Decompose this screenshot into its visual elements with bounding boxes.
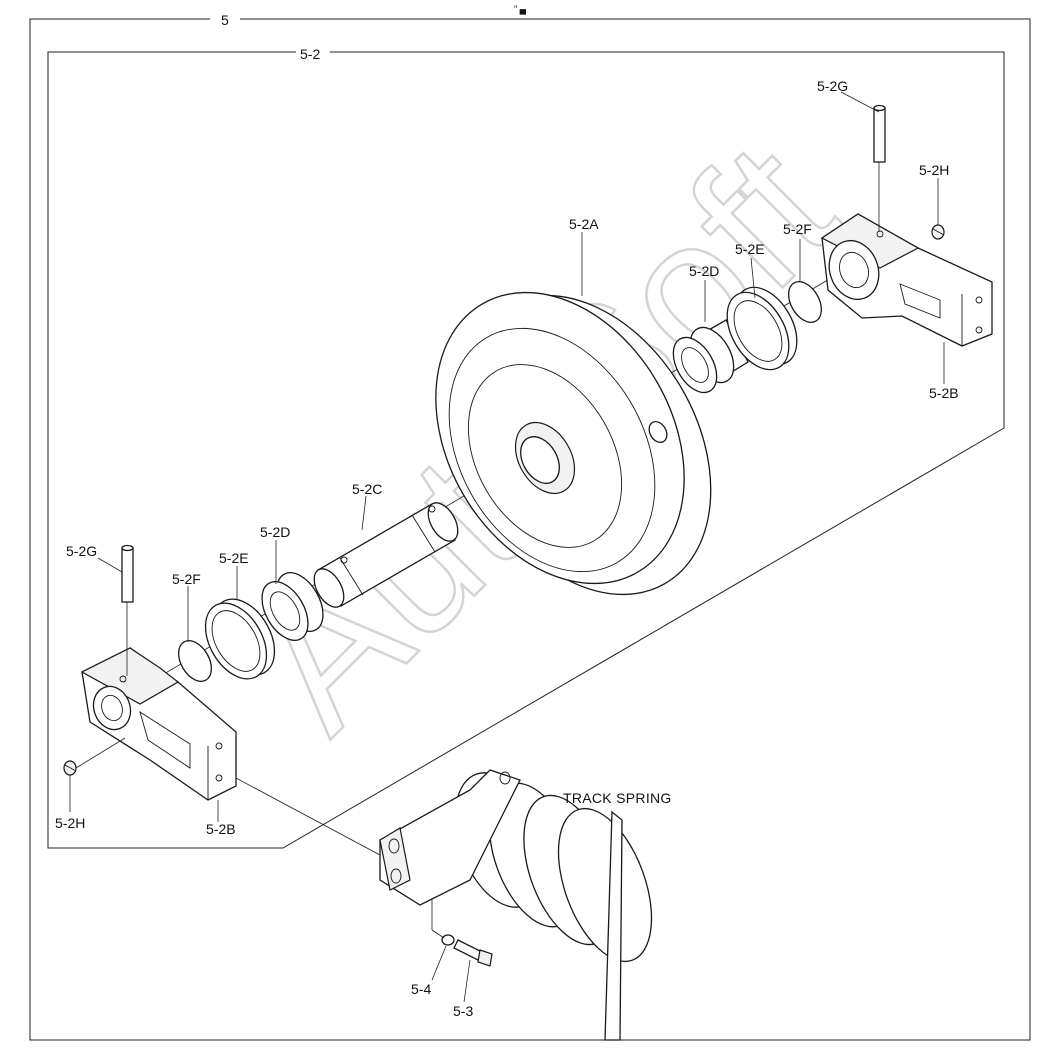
- washer: [441, 934, 455, 946]
- frame-label-5: 5: [221, 12, 229, 28]
- seal-left: [204, 598, 276, 680]
- label-5-2g-right: 5-2G: [817, 78, 848, 94]
- spring-yoke: [379, 769, 521, 906]
- set-screw-left: [63, 760, 77, 776]
- label-5-2h-right: 5-2H: [919, 162, 949, 178]
- label-5-2c: 5-2C: [352, 481, 382, 497]
- outer-frame: [29, 18, 1031, 1041]
- idler-wheel: [435, 291, 712, 596]
- label-5-2a: 5-2A: [569, 216, 599, 232]
- set-screw-right: [931, 224, 945, 240]
- bracket-left: [80, 647, 237, 801]
- bushing-left: [261, 572, 324, 641]
- label-5-2h-left: 5-2H: [55, 815, 85, 831]
- o-ring-left: [177, 640, 213, 682]
- label-5-3: 5-3: [453, 1003, 473, 1019]
- label-5-2f-left: 5-2F: [172, 571, 201, 587]
- label-5-2f-right: 5-2F: [783, 221, 812, 237]
- frame-label-5-2: 5-2: [300, 46, 320, 62]
- leader-lines: [69, 91, 945, 1003]
- label-track-spring: TRACK SPRING: [563, 790, 672, 806]
- label-5-2b-left: 5-2B: [206, 821, 236, 837]
- label-5-2g-left: 5-2G: [66, 543, 97, 559]
- shaft: [313, 502, 459, 608]
- label-5-2e-left: 5-2E: [219, 550, 249, 566]
- track-spring: [454, 772, 653, 1041]
- bushing-right: [672, 319, 749, 394]
- inner-frame: [47, 51, 1005, 849]
- header-mark: ″ ▄: [514, 4, 527, 15]
- label-5-2d-left: 5-2D: [260, 524, 290, 540]
- bracket-right: [820, 213, 993, 347]
- pin-right: [873, 104, 886, 163]
- bolt: [453, 939, 493, 967]
- label-5-2e-right: 5-2E: [735, 241, 765, 257]
- label-5-4: 5-4: [411, 981, 431, 997]
- o-ring-right: [787, 281, 823, 323]
- pin-left: [121, 544, 134, 603]
- label-5-2d-right: 5-2D: [689, 263, 719, 279]
- seal-right: [726, 286, 798, 371]
- label-5-2b-right: 5-2B: [929, 385, 959, 401]
